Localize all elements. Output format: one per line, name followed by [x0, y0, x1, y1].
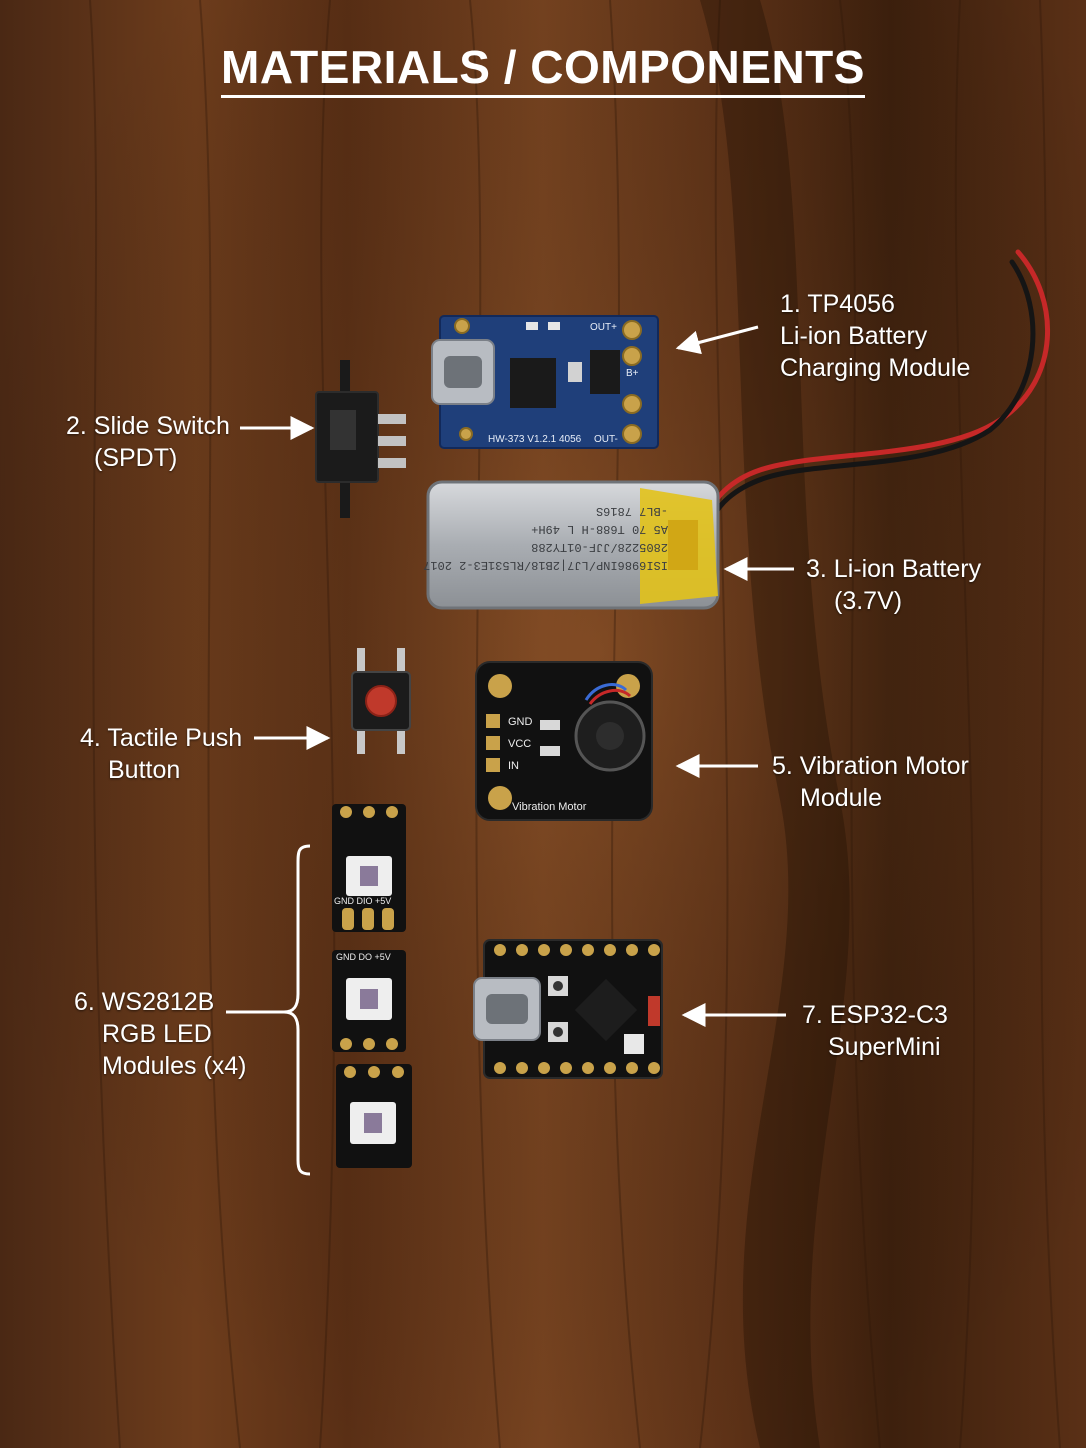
tactile-button [351, 648, 411, 754]
label-line: (3.7V) [834, 587, 903, 615]
page-title: MATERIALS / COMPONENTS [0, 40, 1086, 98]
led-module: GND DIO +5V [332, 804, 406, 932]
esp32-chip [574, 978, 638, 1042]
motor-pin-in: IN [508, 760, 519, 772]
button-cap [365, 685, 397, 717]
li-ion-battery: ISI6986INP/LJ7|2B18/RL531E3-2 2017 28052… [423, 480, 720, 610]
label-line: SuperMini [828, 1033, 941, 1061]
wood-grain [89, 0, 1061, 1448]
led-pins-top-text: GND DO +5V [336, 952, 391, 962]
tp4056-bplus-text: B+ [626, 368, 639, 379]
wood-grain-dark-band [700, 0, 850, 1448]
motor-pin-vcc: VCC [508, 738, 531, 750]
tp4056-out-minus-text: OUT- [594, 434, 618, 445]
tp4056-model-text: HW-373 V1.2.1 4056 [488, 434, 582, 445]
label-line: 2. Slide Switch [66, 412, 230, 440]
battery-wires [702, 249, 1051, 528]
label-line: 3. Li-ion Battery [806, 555, 982, 583]
arrow-right-icon [240, 325, 794, 1027]
label-battery: 3. Li-ion Battery (3.7V) [806, 553, 981, 617]
label-esp32: 7. ESP32-C3 SuperMini [802, 999, 948, 1063]
label-line: 7. ESP32-C3 [802, 1001, 948, 1029]
battery-print-2: 2805228/JJF-01TY288 [531, 540, 668, 554]
slide-switch [315, 360, 406, 518]
motor-pin-gnd: GND [508, 716, 533, 728]
led-modules: GND DIO +5V GND DO +5V [332, 804, 412, 1168]
label-line: Modules (x4) [102, 1052, 247, 1080]
label-tactile-button: 4. Tactile Push Button [80, 722, 242, 786]
led-module [336, 1064, 412, 1168]
label-line: 1. TP4056 [780, 290, 895, 318]
tp4056-module: HW-373 V1.2.1 4056 OUT+ OUT- B+ [431, 315, 659, 449]
label-tp4056: 1. TP4056 Li-ion Battery Charging Module [780, 288, 970, 384]
battery-print-1: ISI6986INP/LJ7|2B18/RL531E3-2 2017 [423, 558, 668, 572]
label-line: 6. WS2812B [74, 988, 215, 1016]
battery-print-4: -BL7 7816S [596, 504, 668, 518]
vibration-motor-module: GND VCC IN Vibration Motor [475, 661, 653, 821]
tp4056-chip [510, 358, 556, 408]
label-line: Module [800, 784, 882, 812]
label-led-modules: 6. WS2812B RGB LED Modules (x4) [74, 986, 247, 1082]
esp32-c3-board [473, 939, 663, 1079]
label-slide-switch: 2. Slide Switch (SPDT) [66, 410, 230, 474]
label-line: RGB LED [102, 1020, 212, 1048]
label-vibration-motor: 5. Vibration Motor Module [772, 750, 969, 814]
label-line: Button [108, 756, 181, 784]
battery-print-3: A5 70 T688-H L 49H+ [531, 522, 668, 536]
label-line: 5. Vibration Motor [772, 752, 969, 780]
label-line: Charging Module [780, 354, 971, 382]
led-pins-text: GND DIO +5V [334, 896, 391, 906]
led-module: GND DO +5V [332, 950, 406, 1052]
label-line: (SPDT) [94, 444, 178, 472]
tp4056-out-plus-text: OUT+ [590, 322, 617, 333]
label-line: 4. Tactile Push [80, 724, 243, 752]
label-line: Li-ion Battery [780, 322, 928, 350]
motor-name-text: Vibration Motor [512, 801, 587, 813]
